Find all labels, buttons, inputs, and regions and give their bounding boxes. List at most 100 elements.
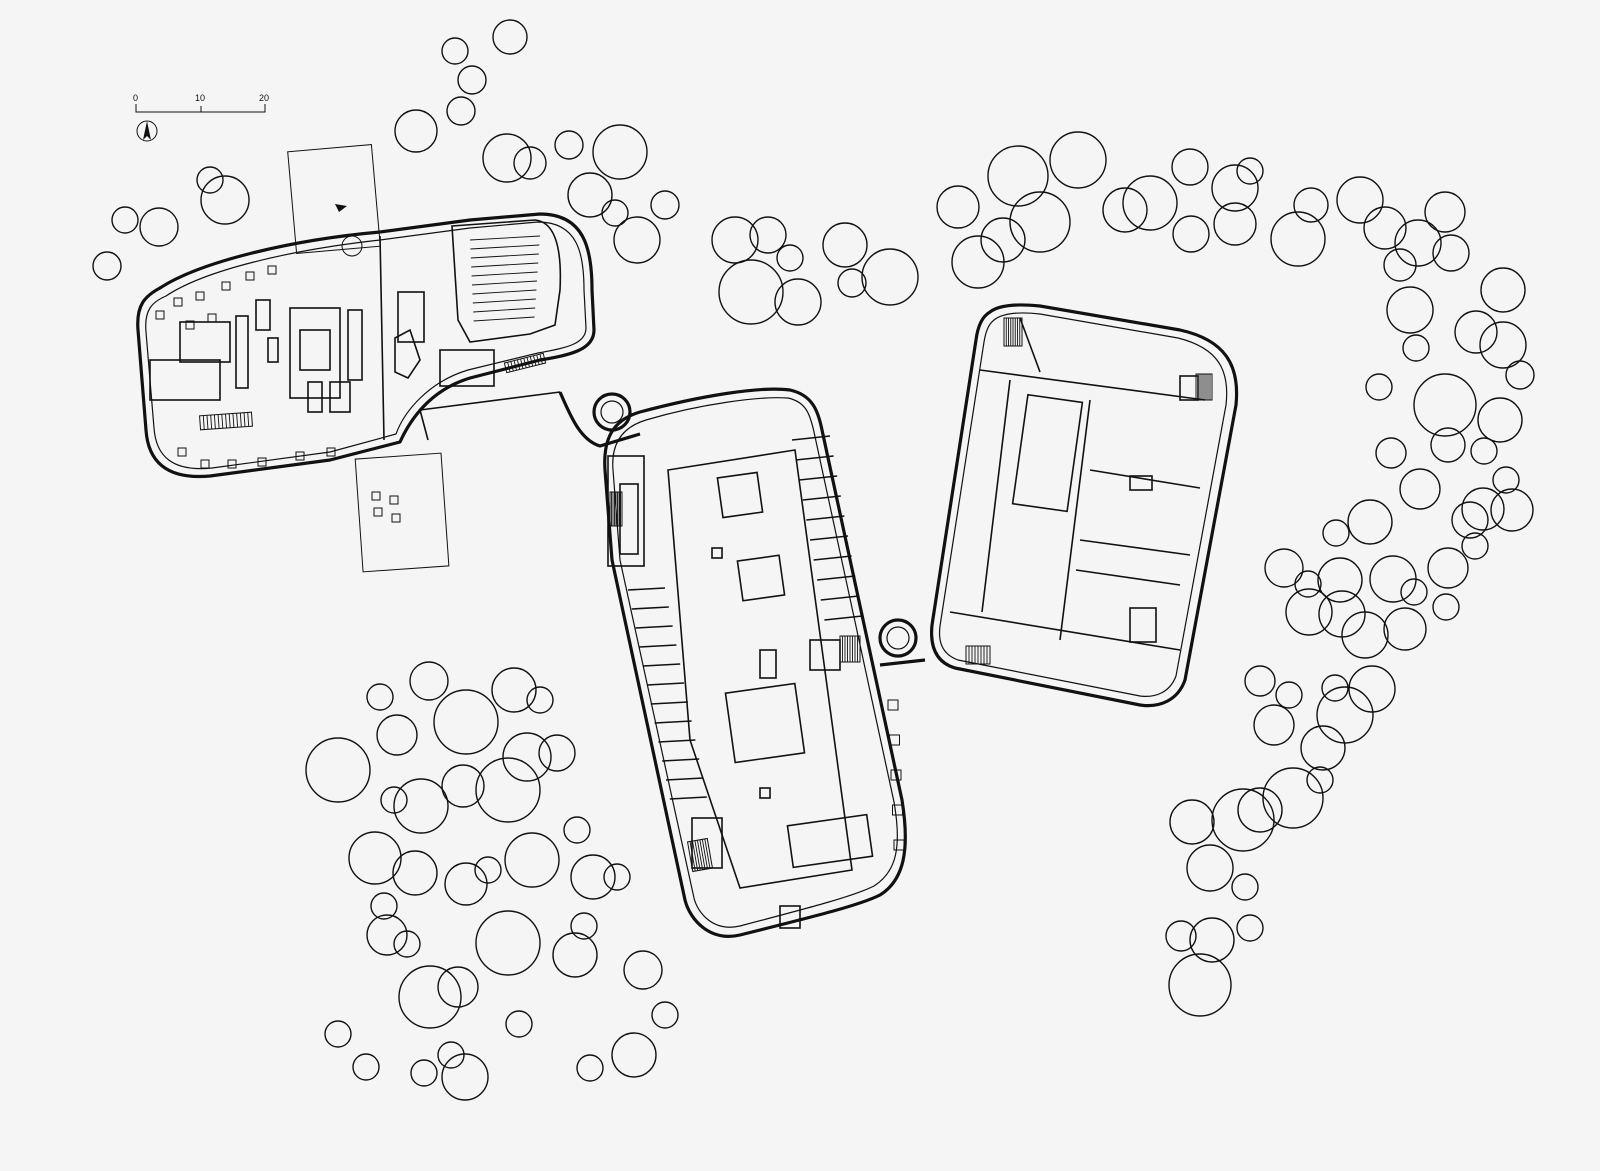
stairs-east-run — [1003, 317, 1023, 347]
seat-row-3 — [471, 262, 539, 268]
stairs-west-tread-9 — [533, 355, 537, 366]
seat-row-2 — [470, 253, 539, 259]
tree-95 — [1168, 953, 1232, 1017]
stairs-west-tread-1 — [507, 362, 511, 372]
cafe-table-14 — [371, 491, 381, 501]
link-pod-2 — [878, 618, 926, 667]
tree-76 — [1432, 593, 1460, 621]
tree-56 — [1375, 437, 1407, 469]
tree-57 — [1430, 427, 1466, 463]
tree-83 — [1253, 704, 1295, 746]
tree-62 — [1490, 488, 1534, 532]
tree-87 — [1237, 787, 1283, 833]
tree-48 — [1386, 286, 1434, 334]
tree-71 — [1317, 557, 1363, 603]
tree-72 — [1369, 555, 1417, 603]
tree-29 — [1009, 191, 1071, 253]
tree-67 — [1427, 547, 1469, 589]
cafe-table-6 — [185, 320, 195, 330]
stairs-west-tread-3 — [210, 415, 213, 430]
stairs-west-tread-7 — [225, 413, 227, 429]
tree-70 — [1400, 578, 1428, 606]
tree-117 — [370, 892, 398, 920]
tree-33 — [1122, 175, 1178, 231]
tree-16 — [139, 207, 179, 247]
tree-107 — [441, 764, 485, 808]
scale-tick-10: 10 — [195, 93, 205, 103]
tree-100 — [376, 714, 418, 756]
tree-88 — [1211, 788, 1275, 852]
cafe-table-0 — [155, 310, 165, 320]
tree-46 — [1383, 248, 1417, 282]
cafe-table-15 — [389, 495, 399, 505]
seat-row-9 — [473, 316, 535, 322]
bay-east-6 — [813, 555, 852, 561]
seat-row-4 — [471, 271, 538, 277]
bay-west-7 — [654, 720, 692, 724]
bay-east-2 — [799, 475, 838, 481]
tree-115 — [570, 854, 616, 900]
stairs-mid-tread-1 — [689, 841, 696, 872]
stairs-mid-tread-5 — [699, 839, 706, 870]
stairs-west-tread-9 — [232, 413, 235, 428]
tree-14 — [200, 175, 250, 225]
stairs-west-tread-1 — [202, 415, 205, 430]
seat-row-7 — [472, 298, 536, 304]
bay-column-1 — [889, 734, 900, 746]
tree-74 — [1383, 607, 1427, 651]
tree-0 — [441, 37, 469, 65]
tree-132 — [410, 1059, 438, 1087]
office-bays — [627, 435, 905, 851]
bay-east-1 — [795, 455, 834, 461]
bay-west-1 — [631, 606, 669, 610]
stair-west — [199, 352, 547, 431]
tree-85 — [1306, 766, 1334, 794]
tree-3 — [446, 96, 476, 126]
tree-2 — [457, 65, 487, 95]
tree-91 — [1231, 873, 1259, 901]
tree-97 — [366, 683, 394, 711]
tree-134 — [576, 1054, 604, 1082]
stairs-mid-tread-7 — [704, 838, 711, 869]
stair-central — [609, 491, 861, 873]
tree-4 — [394, 109, 438, 153]
stairs-mid-tread-4 — [696, 840, 704, 870]
stairs-west-tread-10 — [536, 354, 540, 365]
tree-94 — [1189, 917, 1235, 963]
cafe-table-13 — [326, 447, 336, 457]
bay-east-4 — [806, 515, 845, 521]
bay-west-11 — [669, 796, 707, 800]
tree-122 — [552, 932, 598, 978]
tree-28 — [1049, 131, 1107, 189]
bay-west-6 — [650, 701, 688, 705]
tree-98 — [491, 667, 537, 713]
north-arrow-icon — [136, 120, 158, 142]
tree-34 — [1171, 148, 1209, 186]
cafe-table-12 — [295, 451, 305, 461]
bay-west-10 — [665, 777, 704, 781]
bay-east-0 — [791, 435, 831, 441]
auditorium-seating — [469, 235, 541, 322]
tree-11 — [613, 216, 661, 264]
tree-92 — [1236, 914, 1264, 942]
bay-east-8 — [820, 595, 859, 601]
link-pod-1 — [558, 391, 641, 448]
tree-41 — [1336, 176, 1384, 224]
tree-103 — [538, 734, 576, 772]
bay-east-9 — [824, 615, 863, 621]
stairs-west-tread-2 — [206, 415, 209, 430]
tree-44 — [1394, 219, 1442, 267]
tree-102 — [502, 732, 552, 782]
stairs-mid-run — [686, 837, 714, 873]
scale-bar: 0 10 20 — [133, 93, 269, 113]
bay-east-3 — [802, 495, 841, 501]
tree-52 — [1505, 360, 1535, 390]
stairs-west-tread-3 — [513, 360, 517, 371]
cafe-table-3 — [221, 281, 231, 291]
scale-tick-0: 0 — [133, 93, 138, 103]
tree-26 — [936, 185, 980, 229]
stairs-west-tread-8 — [529, 356, 534, 367]
tree-9 — [567, 172, 613, 218]
bay-west-2 — [635, 625, 673, 629]
tree-86 — [1262, 767, 1324, 829]
